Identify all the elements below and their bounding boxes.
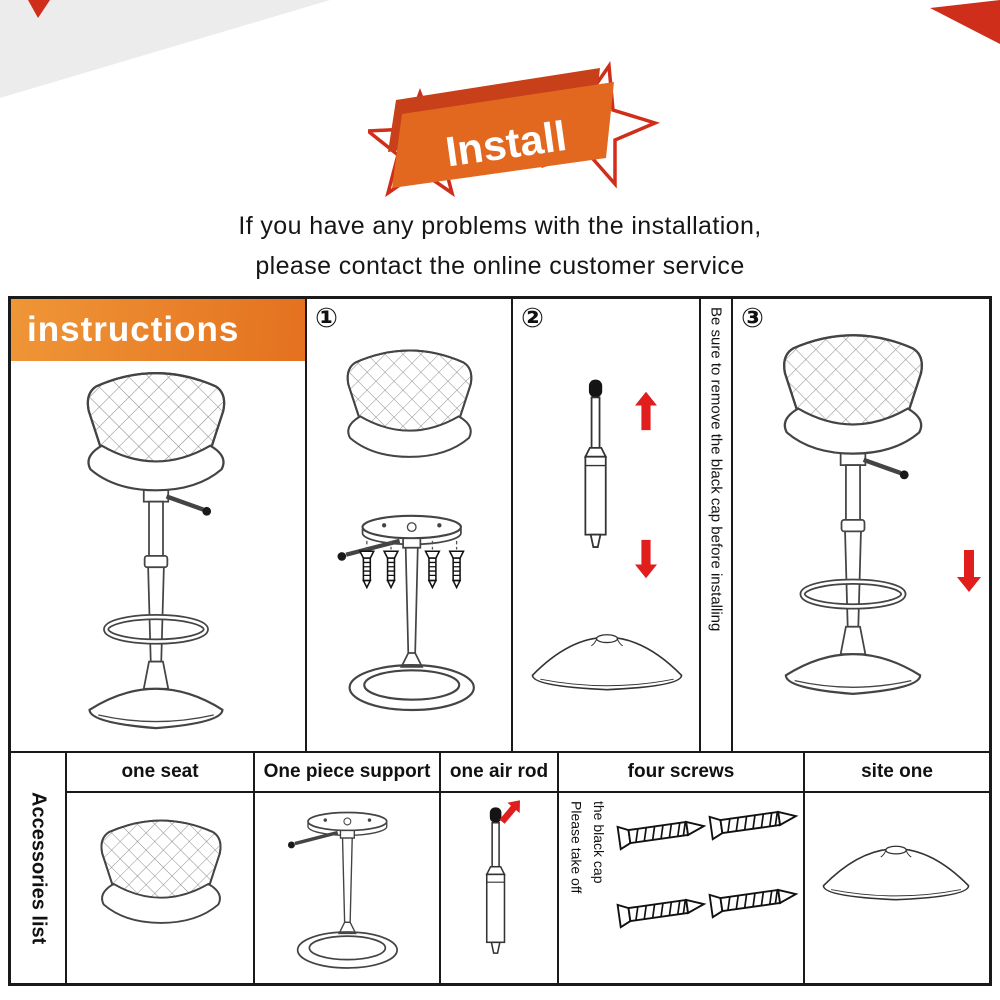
step-1-number: ① xyxy=(315,303,338,334)
accessory-base-cell: site one xyxy=(805,753,989,983)
bar-stool-illustration-step3 xyxy=(747,329,959,709)
base-illustration-step2 xyxy=(522,619,692,691)
accessory-base-label: site one xyxy=(805,753,989,793)
accessory-airrod-label: one air rod xyxy=(441,753,557,793)
red-corner-decoration-right xyxy=(930,0,1000,44)
accessory-seat-cell: one seat xyxy=(67,753,255,983)
seat-illustration-step1 xyxy=(322,345,497,464)
accessory-screws-label: four screws xyxy=(559,753,803,793)
remove-cap-note: Be sure to remove the black cap before i… xyxy=(707,307,725,632)
base-illustration xyxy=(813,831,979,901)
accessories-title-cell: Accessories list xyxy=(11,753,67,983)
down-arrow-icon xyxy=(635,539,657,579)
accessory-seat-label: one seat xyxy=(67,753,253,793)
step-3-number: ③ xyxy=(741,303,764,334)
gray-corner-decoration xyxy=(0,0,330,98)
step-1-panel: ① xyxy=(307,299,513,751)
take-off-cap-note-line1: Please take off xyxy=(568,801,585,894)
bar-stool-illustration xyxy=(51,367,261,743)
support-illustration xyxy=(270,795,422,982)
instructions-title-banner: instructions xyxy=(11,299,305,361)
instructions-table: instructions ① ② xyxy=(8,296,992,986)
accessory-airrod-cell: one air rod xyxy=(441,753,559,983)
red-corner-decoration-left xyxy=(28,0,50,18)
take-off-cap-note: Please take off the black cap xyxy=(565,801,610,981)
screw-icon xyxy=(613,807,711,858)
step-3-panel: ③ xyxy=(733,299,989,751)
screw-icon xyxy=(705,797,803,848)
up-arrow-icon xyxy=(635,391,657,431)
vertical-note-strip: Be sure to remove the black cap before i… xyxy=(701,299,733,751)
step-2-number: ② xyxy=(521,303,544,334)
instructions-title: instructions xyxy=(27,310,240,349)
support-text-line2: please contact the online customer servi… xyxy=(255,252,745,280)
accessory-support-label: One piece support xyxy=(255,753,439,793)
assembled-stool-panel: instructions xyxy=(11,299,307,751)
air-rod-illustration xyxy=(469,805,523,967)
seat-illustration xyxy=(77,815,245,930)
support-with-screws-illustration xyxy=(315,477,505,729)
screw-icon xyxy=(705,875,803,926)
accessories-row: Accessories list one seat One piece supp… xyxy=(11,751,989,983)
support-text-line1: If you have any problems with the instal… xyxy=(238,212,762,240)
down-arrow-icon xyxy=(957,549,981,593)
take-off-cap-note-line2: the black cap xyxy=(590,801,607,884)
install-logo: Install xyxy=(368,61,661,198)
screw-icon xyxy=(613,885,711,936)
accessory-screws-cell: four screws Please take off the black ca… xyxy=(559,753,805,983)
accessories-title: Accessories list xyxy=(27,791,50,945)
logo-banner-front xyxy=(392,82,614,188)
step-2-panel: ② xyxy=(513,299,701,751)
air-rod-illustration-step2 xyxy=(565,377,627,563)
accessory-support-cell: One piece support xyxy=(255,753,441,983)
